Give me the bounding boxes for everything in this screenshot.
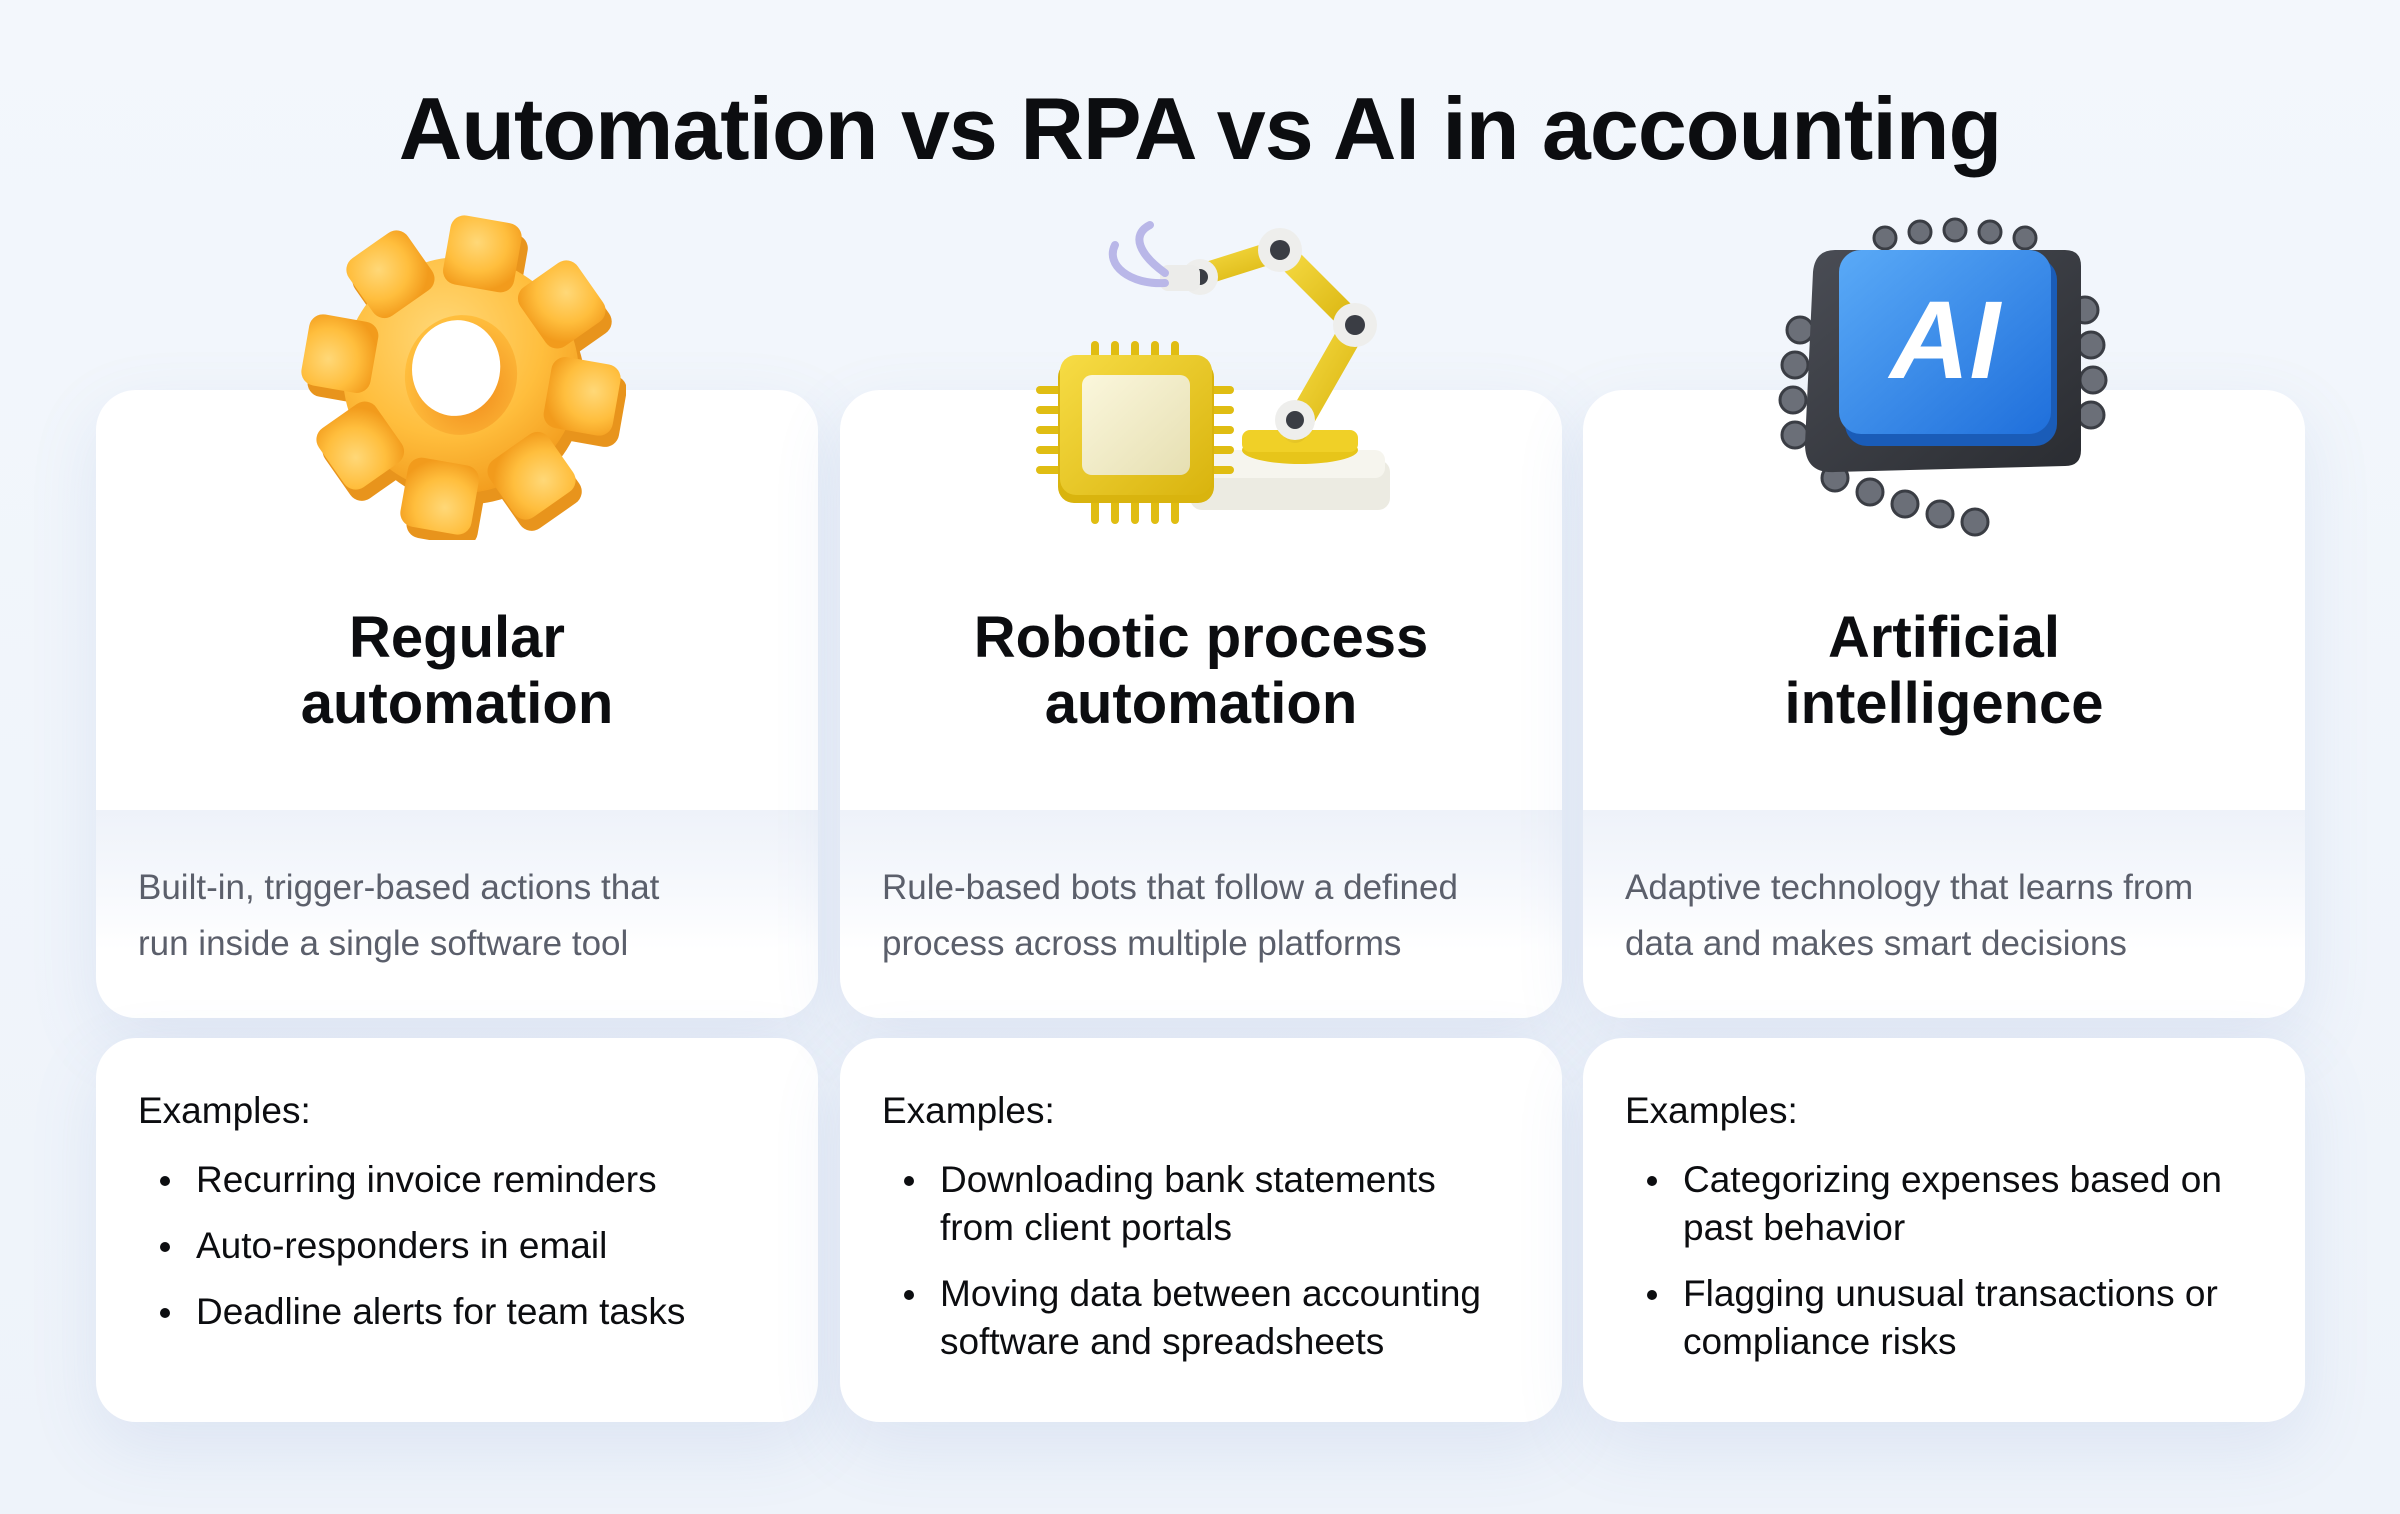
- list-item: Deadline alerts for team tasks: [138, 1288, 788, 1336]
- bullet-icon: [904, 1290, 914, 1300]
- description-line: Built-in, trigger-based actions that: [138, 868, 660, 907]
- ai-description: Adaptive technology that learns from dat…: [1625, 860, 2269, 972]
- description-line: run inside a single software tool: [138, 924, 629, 963]
- examples-list: Recurring invoice reminders Auto-respond…: [138, 1156, 788, 1354]
- rpa-heading: Robotic process automation: [840, 605, 1562, 737]
- card-divider: [1583, 810, 2305, 950]
- regular-automation-heading: Regular automation: [96, 605, 818, 737]
- page-title: Automation vs RPA vs AI in accounting: [398, 79, 2003, 178]
- ai-examples-card: Examples: Categorizing expenses based on…: [1583, 1038, 2305, 1422]
- ai-card: Artificial intelligence Adaptive technol…: [1583, 390, 2305, 1018]
- bullet-icon: [160, 1242, 170, 1252]
- description-line: data and makes smart decisions: [1625, 924, 2127, 963]
- heading-line: automation: [1044, 671, 1358, 736]
- bullet-icon: [1647, 1176, 1657, 1186]
- description-line: process across multiple platforms: [882, 924, 1402, 963]
- bullet-icon: [904, 1176, 914, 1186]
- rpa-card: Robotic process automation Rule-based bo…: [840, 390, 1562, 1018]
- description-line: Adaptive technology that learns from: [1625, 868, 2194, 907]
- list-item: Recurring invoice reminders: [138, 1156, 788, 1204]
- regular-automation-examples-card: Examples: Recurring invoice reminders Au…: [96, 1038, 818, 1422]
- gear-icon: [301, 215, 626, 540]
- heading-line: Robotic process: [973, 605, 1429, 670]
- bullet-icon: [160, 1308, 170, 1318]
- examples-label: Examples:: [882, 1090, 1055, 1131]
- heading-line: automation: [300, 671, 614, 736]
- ai-chip-icon: AI: [1778, 217, 2108, 537]
- ai-heading: Artificial intelligence: [1583, 605, 2305, 737]
- ai-chip-label: AI: [1887, 279, 2002, 402]
- examples-label: Examples:: [1625, 1090, 1798, 1131]
- rpa-description: Rule-based bots that follow a defined pr…: [882, 860, 1526, 972]
- heading-line: Artificial: [1827, 605, 2061, 670]
- bullet-icon: [1647, 1290, 1657, 1300]
- heading-line: Regular: [349, 605, 565, 670]
- heading-line: intelligence: [1784, 671, 2104, 736]
- examples-label: Examples:: [138, 1090, 311, 1131]
- regular-automation-description: Built-in, trigger-based actions that run…: [138, 860, 782, 972]
- robotic-arm-chip-icon: [1036, 221, 1390, 524]
- list-item: Auto-responders in email: [138, 1222, 788, 1270]
- description-line: Rule-based bots that follow a defined: [882, 868, 1458, 907]
- bullet-icon: [160, 1176, 170, 1186]
- card-divider: [96, 810, 818, 950]
- card-divider: [840, 810, 1562, 950]
